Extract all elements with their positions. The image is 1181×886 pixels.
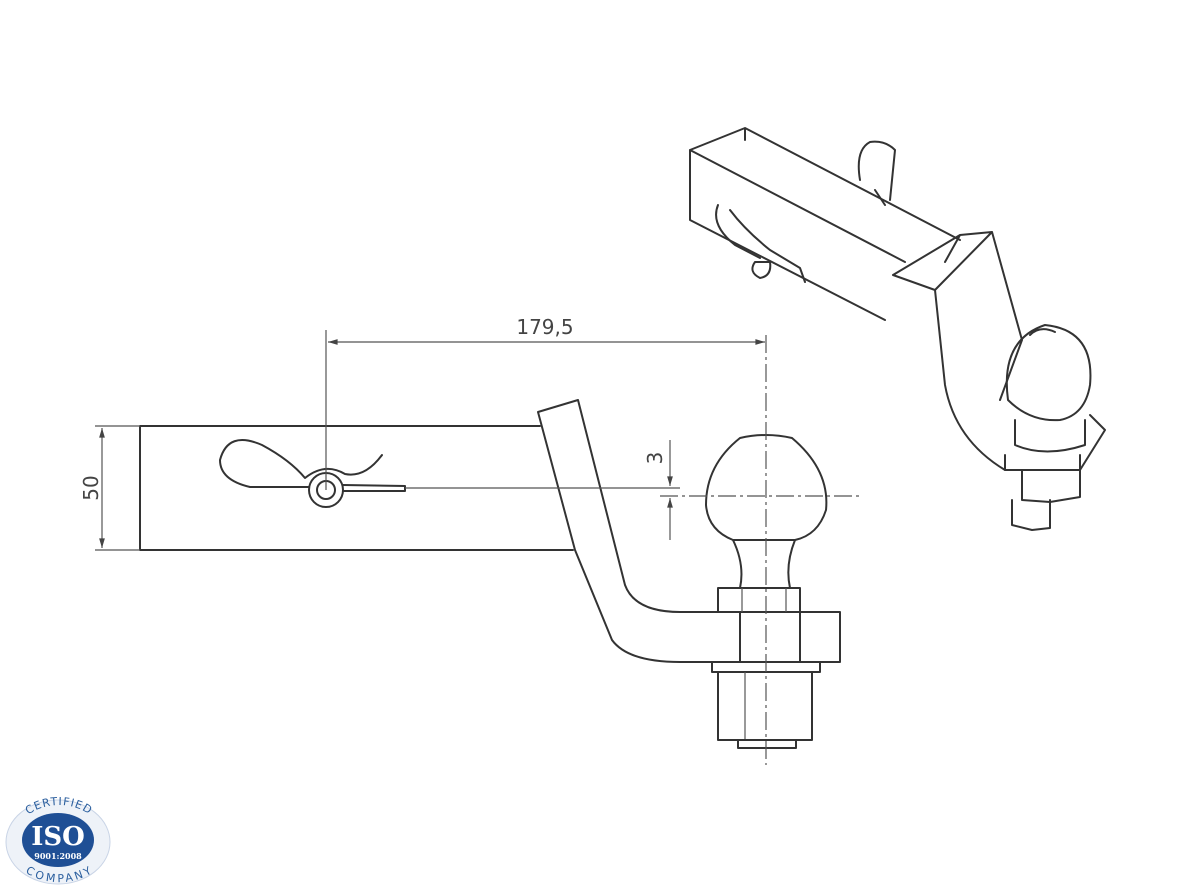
mount-block	[799, 611, 841, 663]
upper-nut	[717, 587, 801, 613]
iso-lower-nut	[1011, 469, 1081, 531]
drop-neck	[537, 399, 801, 663]
iso-handle	[857, 140, 896, 206]
iso-standard-text: 9001:2008	[34, 851, 82, 861]
iso-shank	[689, 127, 961, 321]
iso-nut	[1014, 419, 1086, 453]
dim-label-50: 50	[79, 475, 103, 500]
isometric-view	[689, 127, 1106, 531]
dim-label-3: 3	[643, 452, 667, 465]
lower-nut	[717, 671, 813, 741]
ball-neck	[732, 539, 796, 589]
iso-mount-plate	[1004, 414, 1106, 471]
shank	[139, 425, 574, 551]
iso-text: ISO	[31, 822, 85, 852]
iso-pin-clip	[715, 204, 806, 283]
bolt-end	[737, 739, 797, 749]
dim-label-179-5: 179,5	[516, 315, 573, 339]
clip-wire	[219, 439, 406, 492]
hitch-pin-clip	[219, 439, 406, 508]
front-view: 179,5 50 3	[79, 315, 860, 765]
iso-certification-badge: ISO 9001:2008 CERTIFIED COMPANY	[5, 795, 111, 885]
iso-drop-neck	[892, 231, 1023, 471]
badge-center	[22, 813, 94, 867]
iso-ball	[1005, 324, 1092, 422]
